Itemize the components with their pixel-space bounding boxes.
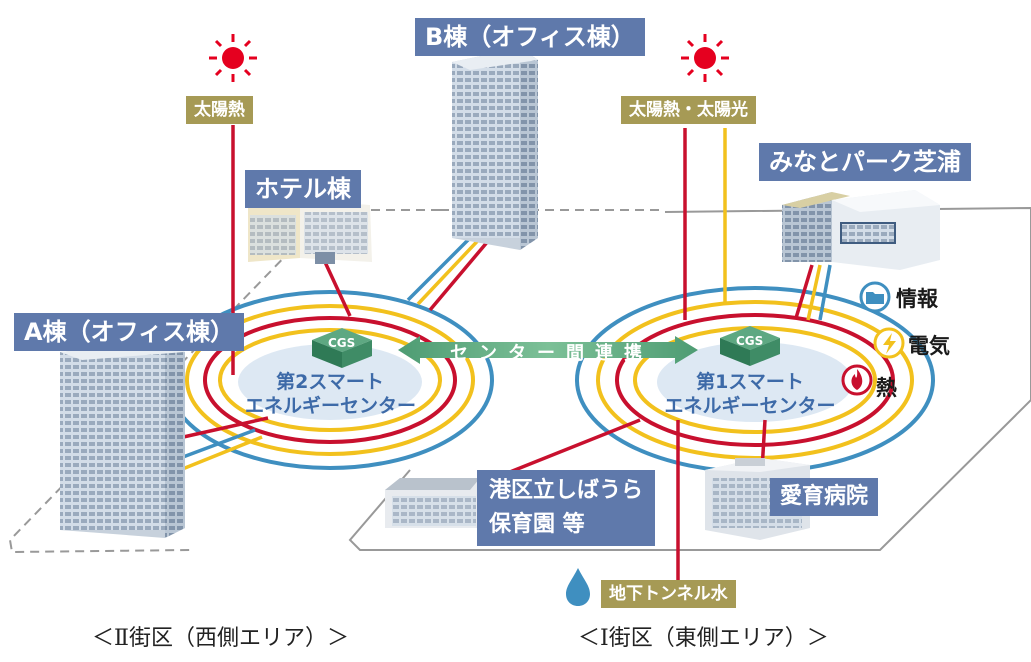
second-center-line2: エネルギーセンター: [245, 395, 417, 417]
center-link-arrow: [398, 336, 698, 364]
lightning-icon: [873, 327, 905, 359]
legend-heat-label: 熱: [876, 376, 897, 400]
hospital-label: 愛育病院: [770, 478, 879, 516]
sun-icon-west: [209, 34, 257, 82]
minato-park-building: [782, 190, 940, 270]
first-center-line1: 第1スマート: [696, 371, 804, 393]
west-area-caption: ＜Ⅱ街区（西側エリア）＞: [92, 626, 349, 651]
legend-electricity-label: 電気: [908, 334, 950, 358]
nursery-label: 港区立しばうら 保育園 等: [477, 470, 656, 546]
hotel-building: [248, 200, 372, 264]
minato-park-label: みなとパーク芝浦: [759, 143, 971, 181]
cgs-unit-east: [720, 326, 780, 366]
first-energy-center-label: 第1スマート エネルギーセンター: [655, 370, 845, 418]
hotel-label: ホテル棟: [245, 170, 361, 208]
cgs-label-east: CGS: [736, 334, 764, 348]
east-district-outline: [348, 206, 1031, 551]
nursery-building: [385, 478, 480, 528]
second-energy-center-label: 第2スマート エネルギーセンター: [245, 370, 417, 418]
solar-heat-power-label: 太陽熱・太陽光: [621, 96, 756, 124]
water-drop-icon: [566, 568, 590, 606]
cgs-label-west: CGS: [328, 336, 356, 350]
nursery-label-line1: 港区立しばうら: [489, 478, 644, 503]
tunnel-water-label: 地下トンネル水: [601, 580, 736, 608]
second-center-line1: 第2スマート: [276, 371, 384, 393]
west-network-rings: [166, 290, 494, 470]
legend-info-label: 情報: [896, 287, 938, 311]
solar-heat-label: 太陽熱: [186, 96, 253, 124]
cgs-unit-west: [312, 328, 372, 368]
first-center-line2: エネルギーセンター: [664, 395, 836, 417]
sun-icon-east: [681, 34, 729, 82]
center-link-label: センター間連携: [450, 343, 653, 364]
a-tower-label: A棟（オフィス棟）: [14, 313, 245, 351]
a-tower-building: [60, 342, 185, 538]
nursery-label-line2: 保育園 等: [489, 512, 585, 537]
flame-icon: [841, 364, 873, 396]
east-area-caption: ＜Ⅰ街区（東側エリア）＞: [578, 626, 829, 651]
info-icon: [859, 281, 891, 313]
b-tower-building: [452, 48, 538, 250]
b-tower-label: B棟（オフィス棟）: [415, 18, 645, 56]
